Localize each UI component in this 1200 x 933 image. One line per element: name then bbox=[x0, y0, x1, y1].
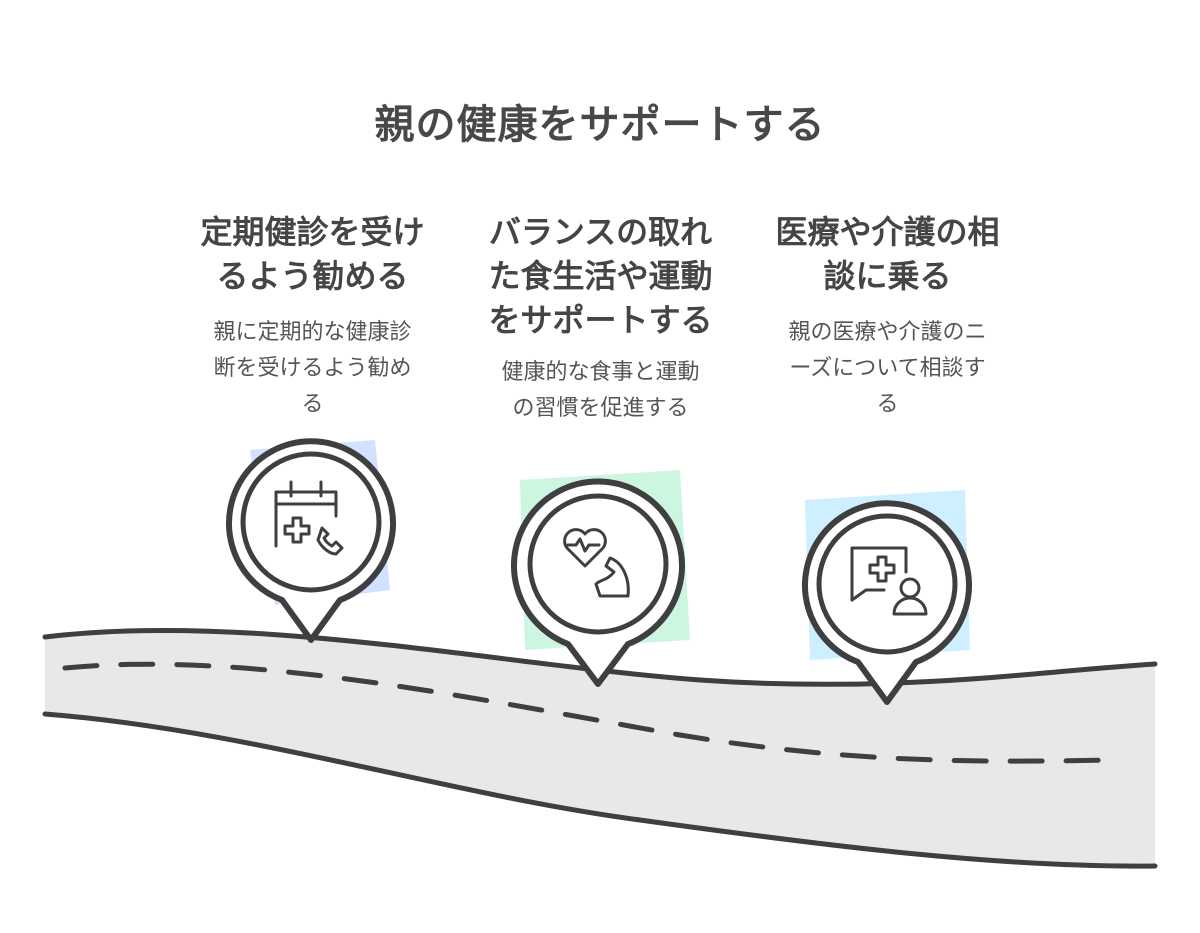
step-1-title: 定期健診を受け るよう勧める bbox=[200, 213, 425, 295]
step-1-pin bbox=[226, 438, 396, 643]
step-2-text: バランスの取れ た食生活や運動 をサポートする 健康的な食事と運動 の習慣を促進… bbox=[478, 210, 723, 421]
step-2-title: バランスの取れ た食生活や運動 をサポートする bbox=[488, 213, 713, 339]
step-3-title: 医療や介護の相 談に乗る bbox=[775, 213, 1000, 295]
step-1-description: 親に定期的な健康診 断を受けるよう勧め る bbox=[213, 320, 412, 417]
medical-consult-icon bbox=[850, 546, 928, 616]
pin-1-inner-ring bbox=[240, 451, 382, 593]
step-2-pin bbox=[511, 470, 690, 687]
road-bottom-edge bbox=[42, 711, 1158, 869]
step-3-pin bbox=[802, 490, 972, 705]
pin-3-inner-ring bbox=[816, 513, 958, 655]
heart-muscle-icon bbox=[563, 528, 630, 598]
calendar-medical-phone-icon bbox=[274, 480, 344, 556]
step-3-text: 医療や介護の相 談に乗る 親の医療や介護のニ ーズについて相談す る bbox=[765, 210, 1010, 417]
road-top-edge bbox=[42, 627, 1158, 687]
page-title: 親の健康をサポートする bbox=[374, 102, 826, 148]
step-3-description: 親の医療や介護のニ ーズについて相談す る bbox=[788, 320, 987, 417]
pin-2-inner-ring bbox=[527, 493, 669, 635]
road-center-dashes bbox=[62, 661, 1118, 764]
step-2-description: 健康的な食事と運動 の習慣を促進する bbox=[501, 360, 700, 421]
step-1-text: 定期健診を受け るよう勧める 親に定期的な健康診 断を受けるよう勧め る bbox=[190, 210, 435, 417]
